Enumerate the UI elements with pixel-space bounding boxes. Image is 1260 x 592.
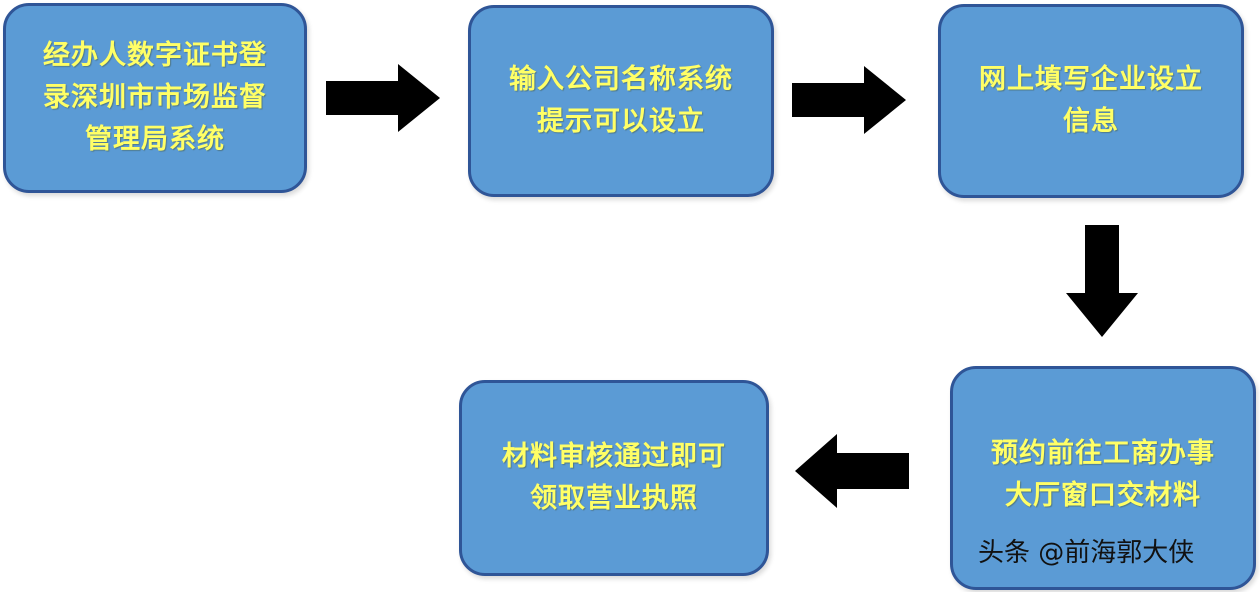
step-4-box: 预约前往工商办事 大厅窗口交材料 — [950, 366, 1256, 590]
step-1-line-1: 经办人数字证书登 — [43, 40, 267, 71]
step-3-line-2: 信息 — [1063, 106, 1119, 137]
step-4-text: 预约前往工商办事 大厅窗口交材料 — [991, 433, 1215, 517]
step-5-line-2: 领取营业执照 — [530, 483, 698, 514]
step-4-line-1: 预约前往工商办事 — [991, 438, 1215, 469]
arrow-down-icon — [1066, 225, 1138, 337]
step-5-text: 材料审核通过即可 领取营业执照 — [502, 436, 726, 520]
step-2-text: 输入公司名称系统 提示可以设立 — [509, 59, 733, 143]
step-1-box: 经办人数字证书登 录深圳市市场监督 管理局系统 — [3, 3, 307, 193]
arrow-right-1-icon — [326, 64, 440, 132]
step-4-line-2: 大厅窗口交材料 — [1005, 480, 1201, 511]
watermark: 头条 @前海郭大侠 — [978, 538, 1195, 568]
step-2-line-1: 输入公司名称系统 — [509, 64, 733, 95]
step-3-line-1: 网上填写企业设立 — [979, 64, 1203, 95]
step-3-text: 网上填写企业设立 信息 — [979, 59, 1203, 143]
arrow-right-2-icon — [792, 66, 906, 134]
step-1-line-3: 管理局系统 — [85, 124, 225, 155]
step-2-box: 输入公司名称系统 提示可以设立 — [468, 5, 774, 197]
step-5-box: 材料审核通过即可 领取营业执照 — [459, 380, 769, 576]
step-1-line-2: 录深圳市市场监督 — [43, 82, 267, 113]
step-1-text: 经办人数字证书登 录深圳市市场监督 管理局系统 — [43, 35, 267, 161]
step-2-line-2: 提示可以设立 — [537, 106, 705, 137]
step-3-box: 网上填写企业设立 信息 — [938, 4, 1244, 198]
arrow-left-icon — [795, 434, 909, 508]
step-5-line-1: 材料审核通过即可 — [502, 441, 726, 472]
